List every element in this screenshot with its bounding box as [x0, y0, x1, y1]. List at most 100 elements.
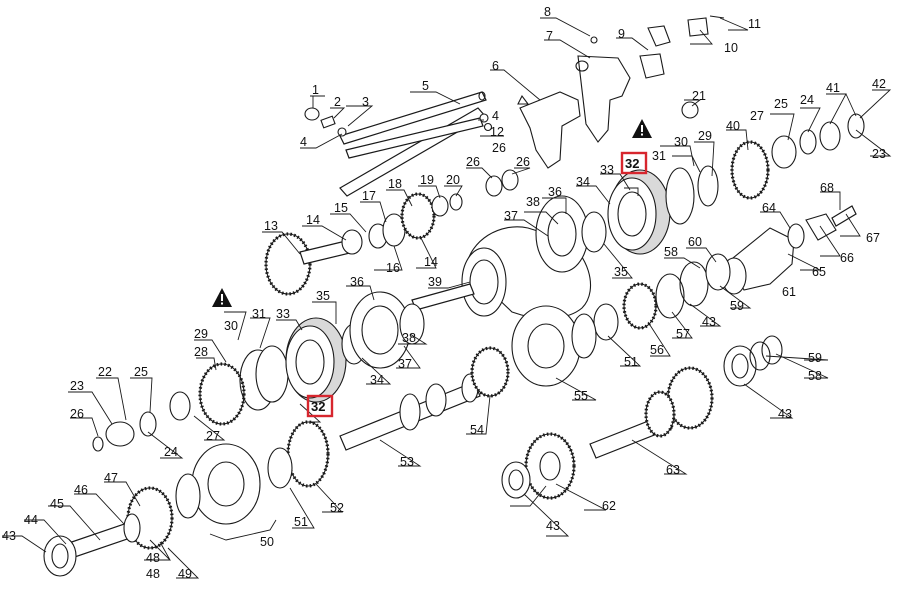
- part-label: 41: [826, 81, 840, 95]
- part-label: 64: [762, 201, 776, 215]
- part-label: 4: [300, 135, 307, 149]
- part-label: 1: [312, 83, 319, 97]
- part-label: 12: [490, 125, 504, 139]
- bearings-43-58-59: [723, 335, 783, 387]
- part-label: 60: [688, 235, 702, 249]
- warning-triangle-icon: [632, 119, 652, 138]
- part-label: 56: [650, 343, 664, 357]
- part-label: 36: [548, 185, 562, 199]
- part-label: 33: [276, 307, 290, 321]
- lower-clutch-pack: [169, 291, 425, 426]
- part-label: 28: [194, 345, 208, 359]
- part-label: 30: [224, 319, 238, 333]
- part-label: 34: [576, 175, 590, 189]
- part-label: 17: [362, 189, 376, 203]
- synchro-and-gears-51-57: [175, 305, 597, 525]
- part-label: 24: [800, 93, 814, 107]
- leader-lines: [2, 17, 892, 579]
- part-label: 55: [574, 389, 588, 403]
- small-rings-22-26: [92, 411, 157, 452]
- part-label: 13: [264, 219, 278, 233]
- highlight-box: [306, 394, 334, 418]
- part-label: 51: [294, 515, 308, 529]
- part-label: 52: [330, 501, 344, 515]
- gear-62: [501, 432, 576, 500]
- part-label: 3: [362, 95, 369, 109]
- part-label: 25: [134, 365, 148, 379]
- part-label: 51: [624, 355, 638, 369]
- part-label: 67: [866, 231, 880, 245]
- part-label: 58: [808, 369, 822, 383]
- detent-parts: [304, 107, 493, 137]
- part-label: 16: [386, 261, 400, 275]
- countershaft-63: [589, 366, 714, 459]
- part-label: 37: [398, 357, 412, 371]
- part-label: 59: [808, 351, 822, 365]
- shift-fork-6: [517, 91, 581, 169]
- part-label: 24: [164, 445, 178, 459]
- part-label: 39: [428, 275, 442, 289]
- part-label: 14: [424, 255, 438, 269]
- part-labels: 1 2 3 4 4 5 6 7 8 9 10 11 12 13 14 14 15…: [2, 5, 886, 581]
- part-label: 42: [872, 77, 886, 91]
- ball-21: [681, 101, 699, 119]
- part-label: 57: [676, 327, 690, 341]
- part-label: 14: [306, 213, 320, 227]
- part-label: 45: [50, 497, 64, 511]
- part-label: 27: [750, 109, 764, 123]
- warning-triangle-icon: [212, 288, 232, 307]
- shift-fork-7: [575, 55, 631, 143]
- part-label: 48: [146, 551, 160, 565]
- part-label: 48: [146, 567, 160, 581]
- part-label: 4: [492, 109, 499, 123]
- part-label: 65: [812, 265, 826, 279]
- part-label: 53: [400, 455, 414, 469]
- part-label: 43: [546, 519, 560, 533]
- part-label: 61: [782, 285, 796, 299]
- part-label: 38: [526, 195, 540, 209]
- highlight-box: [620, 151, 648, 175]
- part-label: 23: [70, 379, 84, 393]
- part-label: 11: [748, 17, 761, 31]
- part-label: 26: [492, 141, 506, 155]
- part-label: 40: [726, 119, 740, 133]
- part-label-highlighted: 32: [625, 156, 639, 171]
- upper-gear-cluster-14-20: [341, 192, 463, 255]
- main-shaft-53: [339, 373, 481, 451]
- part-label-highlighted: 32: [311, 399, 325, 414]
- part-label: 49: [178, 567, 192, 581]
- part-label: 22: [98, 365, 112, 379]
- part-label: 43: [778, 407, 792, 421]
- part-label: 66: [840, 251, 854, 265]
- part-label: 35: [614, 265, 628, 279]
- part-label: 59: [730, 299, 744, 313]
- part-label: 34: [370, 373, 384, 387]
- part-label: 44: [24, 513, 38, 527]
- part-label: 35: [316, 289, 330, 303]
- part-label: 43: [702, 315, 716, 329]
- part-label: 20: [446, 173, 460, 187]
- part-label: 38: [402, 331, 416, 345]
- bearings-56-60: [593, 253, 731, 341]
- part-label: 10: [724, 41, 738, 55]
- part-label: 18: [388, 177, 402, 191]
- part-label: 31: [252, 307, 266, 321]
- part-label: 26: [466, 155, 480, 169]
- part-label: 7: [546, 29, 553, 43]
- lower-output-shaft-43-49: [43, 486, 174, 577]
- part-label: 33: [600, 163, 614, 177]
- part-label: 68: [820, 181, 834, 195]
- snap-rings-26: [485, 169, 519, 197]
- part-label: 26: [516, 155, 530, 169]
- input-shaft-13: [264, 232, 355, 296]
- fork-bits-8-11: [590, 15, 725, 79]
- part-label: 27: [206, 429, 220, 443]
- part-label: 29: [698, 129, 712, 143]
- part-label: 58: [664, 245, 678, 259]
- part-label: 47: [104, 471, 118, 485]
- part-label: 26: [70, 407, 84, 421]
- part-label: 37: [504, 209, 518, 223]
- part-label: 31: [652, 149, 666, 163]
- part-label: 63: [666, 463, 680, 477]
